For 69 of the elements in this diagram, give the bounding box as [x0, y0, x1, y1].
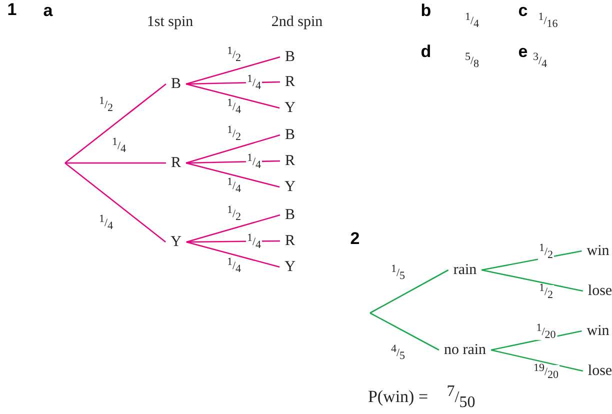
question-marker: c [518, 1, 528, 20]
branch-line [186, 214, 280, 243]
outcome-label: Y [166, 233, 186, 251]
outcome-label: no rain [438, 341, 492, 359]
probability-fraction: 1/20 [535, 325, 557, 340]
answer-fraction: 5/8 [464, 54, 480, 69]
probability-fraction: 1/2 [538, 245, 554, 260]
branch-line [65, 162, 166, 164]
probability-fraction: 1/2 [226, 127, 242, 142]
formula-text: P(win) = [368, 387, 428, 406]
question-marker: 2 [350, 229, 360, 248]
outcome-label: B [280, 126, 300, 144]
answer-fraction: 1/16 [537, 14, 559, 29]
outcome-label: B [280, 48, 300, 66]
probability-fraction: 1/2 [226, 207, 242, 222]
question-marker: a [43, 1, 53, 20]
branch-line [186, 162, 280, 188]
probability-fraction: 1/4 [226, 100, 242, 115]
branch-line [64, 162, 166, 243]
branch-line [490, 330, 582, 351]
outcome-label: rain [448, 261, 482, 279]
answer-fraction: 1/4 [464, 14, 480, 29]
outcome-label: B [280, 206, 300, 224]
probability-fraction: 1/5 [390, 266, 406, 281]
outcome-label: R [280, 152, 300, 170]
probability-fraction: 1/4 [246, 155, 262, 170]
probability-fraction: 19/20 [532, 365, 560, 380]
probability-fraction: 1/4 [226, 259, 242, 274]
question-marker: b [420, 1, 432, 20]
outcome-label: R [280, 73, 300, 91]
question-marker: 1 [7, 0, 17, 19]
outcome-label: R [280, 232, 300, 250]
outcome-label: lose [582, 282, 612, 300]
branch-line [482, 269, 584, 292]
outcome-label: R [166, 154, 186, 172]
probability-fraction: 1/4 [110, 139, 128, 154]
outcome-label: Y [280, 178, 300, 196]
question-marker: d [420, 42, 432, 61]
answer-fraction: 3/4 [532, 54, 548, 69]
outcome-label: Y [280, 258, 300, 276]
column-heading: 1st spin [146, 14, 194, 30]
probability-fraction: 1/4 [246, 235, 262, 250]
probability-fraction: 4/5 [390, 346, 406, 361]
outcome-label: Y [280, 99, 300, 117]
probability-fraction: 1/4 [98, 216, 114, 231]
branch-line [186, 134, 280, 164]
branch-line [370, 312, 440, 351]
column-heading: 2nd spin [271, 14, 323, 30]
outcome-label: lose [582, 362, 612, 380]
branch-line [186, 240, 280, 243]
outcome-label: win [582, 322, 612, 340]
branch-line [186, 81, 280, 85]
branch-line [186, 83, 280, 109]
answer-fraction: 7/50 [446, 388, 476, 408]
branch-line [370, 269, 449, 314]
branch-line [186, 160, 280, 164]
branch-line [490, 349, 584, 372]
branch-line [64, 83, 166, 164]
branch-line [186, 56, 280, 85]
probability-fraction: 1/4 [246, 76, 262, 91]
probability-fraction: 1/2 [98, 98, 114, 113]
branch-line [482, 250, 582, 271]
probability-fraction: 1/2 [226, 48, 242, 63]
branch-line [186, 241, 280, 268]
probability-fraction: 1/2 [538, 285, 554, 300]
probability-fraction: 1/4 [226, 179, 242, 194]
question-marker: e [518, 42, 528, 61]
outcome-label: win [582, 242, 612, 260]
outcome-label: B [166, 75, 186, 93]
